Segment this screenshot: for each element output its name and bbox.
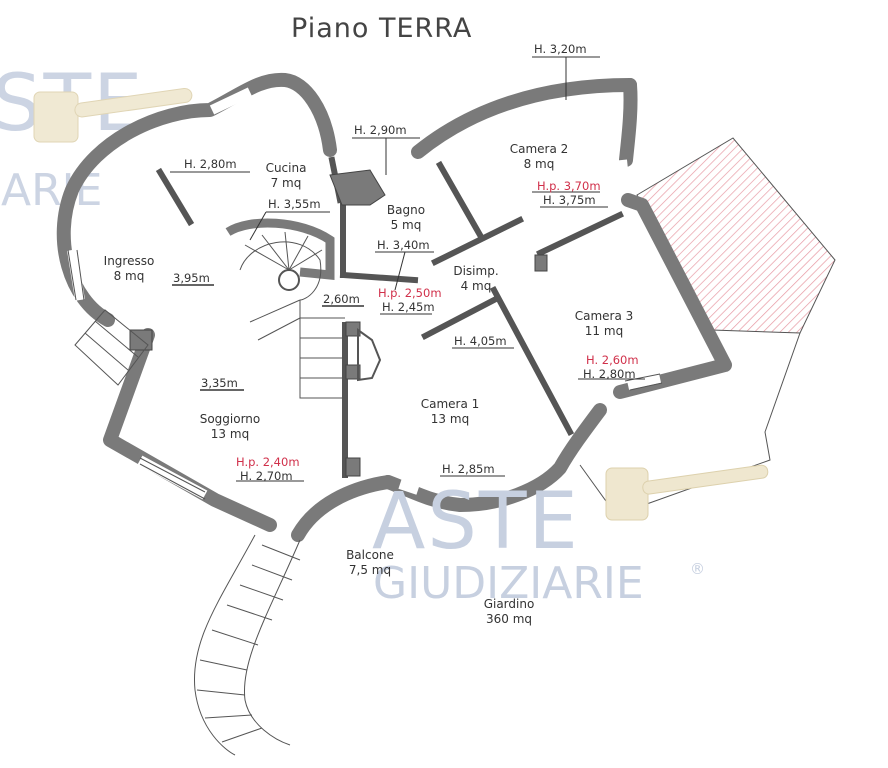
room-name: Ingresso [104,254,155,268]
room-name: Camera 3 [575,309,634,323]
svg-text:GIUDIZIARIE: GIUDIZIARIE [373,558,644,609]
room-area: 8 mq [114,269,145,283]
svg-text:®: ® [690,560,705,578]
fireplace [357,328,382,382]
room-name: Disimp. [453,264,498,278]
wall-blocks [129,169,548,477]
room-area: 5 mq [391,218,422,232]
room-name: Camera 1 [421,397,480,411]
external-stair [193,534,301,756]
interior-walls [155,156,624,478]
room-name: Balcone [346,548,394,562]
room-name: Camera 2 [510,142,569,156]
room-name: Cucina [266,161,307,175]
room-area: 11 mq [585,324,623,338]
height-leaders [170,56,645,482]
height-label: H. 2,45m [382,300,435,314]
watermark-center: ASTE GIUDIZIARIE ® [372,464,769,609]
room-name: Giardino [484,597,535,611]
height-label-red: H. 2,60m [586,353,639,367]
room-area: 4 mq [461,279,492,293]
height-label: H. 3,75m [543,193,596,207]
dimension-label: 3,95m [173,271,210,285]
room-area: 7,5 mq [349,563,391,577]
internal-stair [225,218,345,399]
gavel-icon [605,464,769,521]
dimension-leaders [172,284,364,391]
window-frames [67,249,663,500]
dimension-label: 2,60m [323,292,360,306]
garden-outline [579,332,801,516]
watermark-left: STE IARIE [0,59,193,216]
room-area: 13 mq [211,427,249,441]
dimension-label: 3,35m [201,376,238,390]
gavel-icon [33,87,193,143]
room-area: 8 mq [524,157,555,171]
plan-title: Piano TERRA [291,13,472,44]
height-label: H. 2,90m [354,123,407,137]
entrance-steps [74,309,149,386]
room-area: 13 mq [431,412,469,426]
room-name: Bagno [387,203,425,217]
height-label-red: H.p. 2,50m [378,286,442,300]
svg-text:ASTE: ASTE [372,477,580,567]
hatched-area [636,137,836,334]
height-label: H. 4,05m [454,334,507,348]
dimension-labels: 3,95m 2,60m 3,35m [173,271,360,390]
room-area: 360 mq [486,612,532,626]
windows [67,87,662,500]
exterior-walls [56,72,732,542]
height-label-red: H.p. 2,40m [236,455,300,469]
height-label: H. 2,80m [583,367,636,381]
height-label-red: H.p. 3,70m [537,179,601,193]
height-label: H. 2,80m [184,157,237,171]
height-label: H. 3,55m [268,197,321,211]
height-label: H. 3,40m [377,238,430,252]
room-name: Soggiorno [200,412,261,426]
room-labels: Cucina 7 mq Camera 2 8 mq Bagno 5 mq Ing… [104,142,634,626]
height-label: H. 2,85m [442,462,495,476]
height-label: H. 3,20m [534,42,587,56]
height-labels: H. 3,20m H. 2,90m H. 2,80m H. 3,55m H.p.… [184,42,639,483]
room-area: 7 mq [271,176,302,190]
height-label: H. 2,70m [240,469,293,483]
